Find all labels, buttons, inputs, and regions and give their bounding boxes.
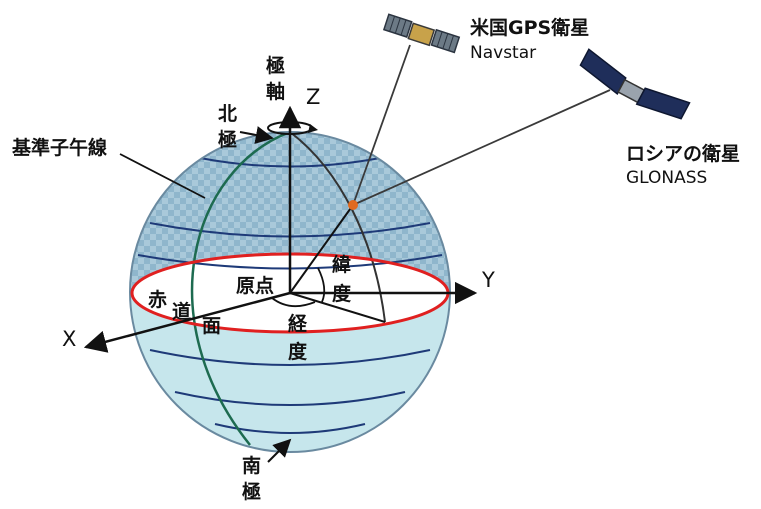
axis-x-label: X [62, 327, 76, 351]
south-pole-label-2: 極 [242, 480, 261, 503]
latitude-label-1: 緯 [332, 253, 351, 276]
prime-meridian-line [190, 132, 291, 446]
axis-y-label: Y [481, 268, 495, 292]
north-pole-label-1: 北 [218, 103, 237, 125]
axes [83, 105, 478, 353]
axis-z-label: Z [306, 85, 320, 109]
prime-meridian-pointer [119, 153, 206, 199]
south-pole-label-1: 南 [242, 455, 261, 477]
longitude-label-2: 度 [288, 340, 308, 363]
observation-point [348, 200, 358, 210]
prime-meridian-label: 基準子午線 [11, 136, 107, 159]
south-pole-pointer [267, 438, 292, 463]
glonass-label-jp: ロシアの衛星 [626, 142, 740, 165]
equatorial-projection [289, 292, 386, 323]
glonass-label-en: GLONASS [626, 168, 707, 188]
latitude-label-2: 度 [332, 282, 352, 305]
equator-label-1: 赤 [148, 289, 167, 311]
north-pole-pointer [239, 126, 274, 144]
satellite-navstar-icon [382, 13, 461, 54]
rotation-arrow-head [308, 124, 318, 133]
x-axis [83, 291, 291, 353]
longitude-angle-arc [271, 297, 316, 308]
equator-label-3: 面 [202, 315, 221, 337]
north-pole-label-2: 極 [218, 128, 237, 151]
origin-label: 原点 [236, 275, 274, 297]
satellite-glonass-icon [579, 48, 691, 120]
latitude-ray [289, 204, 354, 294]
polar-axis-label-2: 軸 [266, 80, 285, 103]
navstar-ray [352, 44, 411, 206]
equator-label-2: 道 [172, 300, 191, 323]
polar-axis-label-1: 極 [266, 54, 285, 77]
navstar-label-en: Navstar [470, 43, 536, 63]
glonass-ray [352, 89, 611, 206]
longitude-label-1: 経 [288, 312, 308, 335]
navstar-label-jp: 米国GPS衛星 [470, 16, 589, 39]
latitude-angle-arc [317, 267, 326, 303]
